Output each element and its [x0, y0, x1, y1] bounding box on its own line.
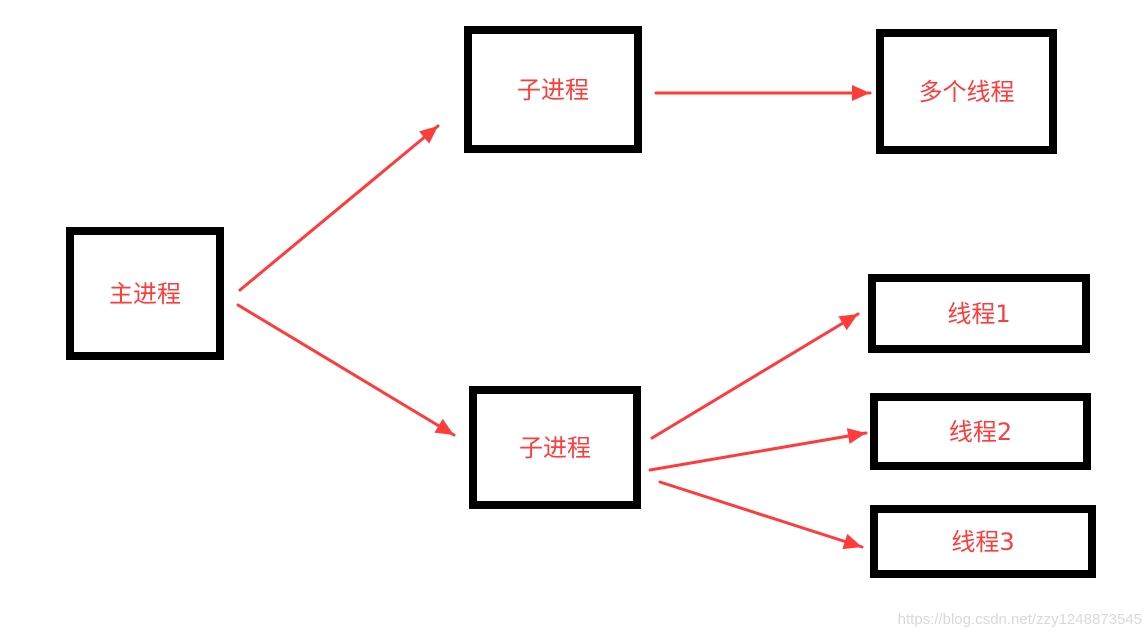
thread-2-node: 线程2 [870, 393, 1091, 470]
child-process-bottom-label: 子进程 [519, 433, 591, 462]
arrow-main-process-to-child-process-bottom [236, 303, 456, 437]
arrow-child-process-bottom-to-thread-2 [648, 428, 868, 472]
thread-3-label: 线程3 [951, 527, 1015, 556]
arrow-head [434, 418, 454, 435]
thread-1-node: 线程1 [868, 274, 1090, 353]
arrow-head [846, 428, 866, 444]
multiple-threads-node: 多个线程 [876, 29, 1057, 154]
child-process-top-label: 子进程 [517, 75, 589, 104]
arrow-line [658, 480, 864, 549]
child-process-bottom-node: 子进程 [469, 386, 641, 509]
arrow-line [648, 431, 868, 472]
child-process-top-node: 子进程 [464, 26, 642, 153]
arrow-head [838, 314, 858, 331]
arrow-child-process-bottom-to-thread-3 [658, 480, 864, 550]
main-process-label: 主进程 [109, 279, 181, 308]
arrow-head [842, 533, 862, 550]
arrow-main-process-to-child-process-top [238, 124, 440, 292]
multiple-threads-label: 多个线程 [918, 77, 1015, 106]
arrow-line [238, 124, 440, 292]
arrow-line [650, 312, 860, 440]
thread-3-node: 线程3 [870, 505, 1096, 578]
main-process-node: 主进程 [66, 227, 224, 360]
arrow-child-process-bottom-to-thread-1 [650, 312, 860, 440]
thread-2-label: 线程2 [948, 417, 1013, 446]
arrow-head [852, 85, 870, 101]
arrow-child-process-top-to-multiple-threads [654, 85, 872, 101]
arrow-line [236, 303, 456, 437]
arrow-head [419, 126, 438, 144]
watermark-text: https://blog.csdn.net/zzy1248873545 [897, 611, 1142, 628]
thread-1-label: 线程1 [947, 299, 1011, 328]
